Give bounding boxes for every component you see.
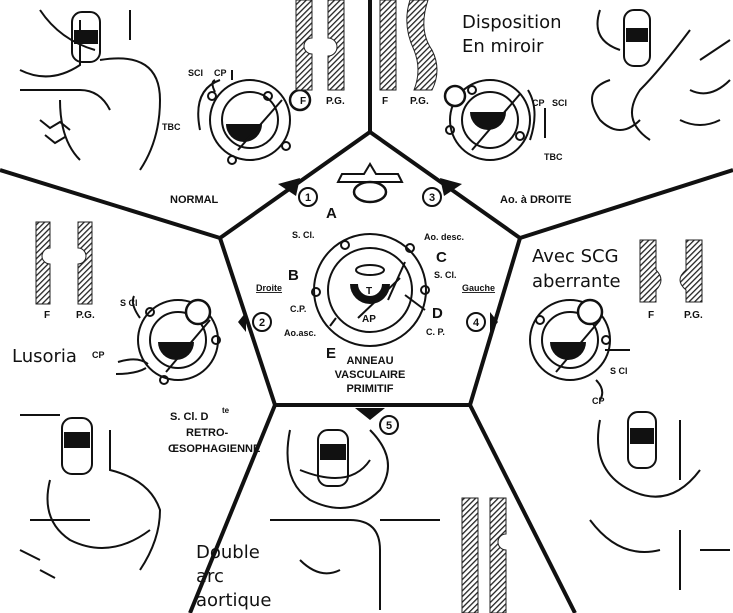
panel1-f: F — [300, 96, 306, 107]
panel3-cp: CP — [532, 98, 545, 108]
ring-inner — [327, 247, 413, 333]
panel3-caption: Ao. à DROITE — [500, 194, 572, 206]
esophagus-block-left — [295, 0, 313, 91]
arrow-2-icon — [238, 312, 246, 332]
panel3-pg: P.G. — [410, 96, 429, 107]
trachea-icon — [623, 9, 651, 67]
esophagus-block-left — [639, 239, 662, 303]
label-ao-desc: Ao. desc. — [424, 232, 464, 242]
arrow-5-icon — [355, 408, 385, 420]
step-markers: 1 3 2 4 5 — [238, 178, 498, 435]
label-gauche: Gauche — [462, 283, 495, 293]
panel5-title-line2: arc — [196, 566, 224, 587]
label-s-cl-left: S. Cl. — [292, 230, 315, 240]
label-t: T — [366, 286, 372, 297]
panel4-pg: P.G. — [684, 310, 703, 321]
esophagus-block-left — [35, 221, 51, 305]
panel3-f: F — [382, 96, 388, 107]
esophagus-block-right — [327, 0, 345, 91]
panel1-sci: SCI — [188, 68, 203, 78]
panel4-f: F — [648, 310, 654, 321]
panel5-title-line3: aortique — [196, 590, 271, 611]
center-title-line1: ANNEAU — [346, 355, 393, 367]
panel-aberrant: Avec SCG aberrante F P.G. S Cl CP — [529, 239, 730, 590]
panel2-cp: CP — [92, 350, 105, 360]
panel3-sci: SCI — [552, 98, 567, 108]
trachea-icon — [71, 11, 101, 63]
center-title-line2: VASCULAIRE — [335, 369, 406, 381]
number-3: 3 — [429, 192, 435, 204]
number-4: 4 — [473, 317, 480, 329]
number-5: 5 — [386, 420, 392, 432]
arrow-1-icon — [278, 178, 300, 196]
panel-normal: F P.G. SCI CP TBC NORMAL — [19, 0, 345, 206]
trachea-icon — [317, 429, 349, 487]
panel2-caption-sup: te — [222, 406, 230, 415]
letter-b: B — [288, 267, 299, 284]
arrow-3-icon — [440, 178, 462, 196]
panel-lusoria: F P.G. Lusoria S Cl CP S. Cl. D te RETRO… — [12, 221, 260, 579]
label-ao-asc: Ao.asc. — [284, 328, 316, 338]
center-primitive-ring: A B C D E S. Cl. Ao. desc. S. Cl. Droite… — [256, 162, 495, 395]
panel1-tbc: TBC — [162, 122, 181, 132]
panel5-title-line1: Double — [196, 542, 260, 563]
panel2-f: F — [44, 310, 50, 321]
panel1-pg: P.G. — [326, 96, 345, 107]
panel-double-arch: Double arc aortique — [196, 429, 507, 613]
number-2: 2 — [259, 317, 265, 329]
letter-a: A — [326, 205, 337, 222]
panel3-tbc: TBC — [544, 152, 563, 162]
esophagus-block-left — [461, 497, 479, 613]
esophagus-block-right — [77, 221, 93, 305]
label-s-cl-right: S. Cl. — [434, 270, 457, 280]
esophagus-block-right — [406, 0, 438, 91]
panel2-caption-line2: RETRO- — [186, 427, 229, 439]
panel4-title-line1: Avec SCG — [532, 246, 619, 267]
esophagus-block-right — [679, 239, 703, 303]
letter-d: D — [432, 305, 443, 322]
panel4-scl: S Cl — [610, 366, 628, 376]
center-title-line3: PRIMITIF — [346, 383, 393, 395]
trachea-icon — [61, 417, 93, 475]
panel1-cp: CP — [214, 68, 227, 78]
panel2-scl: S Cl — [120, 298, 138, 308]
panel2-caption-line1: S. Cl. D — [170, 411, 209, 423]
number-1: 1 — [305, 192, 311, 204]
panel2-pg: P.G. — [76, 310, 95, 321]
esophagus-block-right — [489, 497, 507, 613]
panel2-title: Lusoria — [12, 346, 77, 367]
trachea-icon — [627, 411, 657, 469]
panel3-title-line2: En miroir — [462, 36, 544, 57]
label-droite: Droite — [256, 283, 282, 293]
label-cp-right: C. P. — [426, 327, 445, 337]
panel-mirror: F P.G. Disposition En miroir CP SCI TBC … — [379, 0, 731, 206]
panel4-title-line2: aberrante — [532, 271, 621, 292]
letter-e: E — [326, 345, 336, 362]
ring-outer — [313, 233, 427, 347]
panel3-title-line1: Disposition — [462, 12, 562, 33]
panel1-caption: NORMAL — [170, 194, 219, 206]
label-cp-left: C.P. — [290, 304, 306, 314]
panel4-cp: CP — [592, 396, 605, 406]
panel2-caption-line3: ŒSOPHAGIENNE — [168, 443, 260, 455]
arrow-4-icon — [490, 312, 498, 332]
letter-c: C — [436, 249, 447, 266]
label-ap: AP — [362, 314, 376, 325]
esophagus-block-left — [379, 0, 397, 91]
